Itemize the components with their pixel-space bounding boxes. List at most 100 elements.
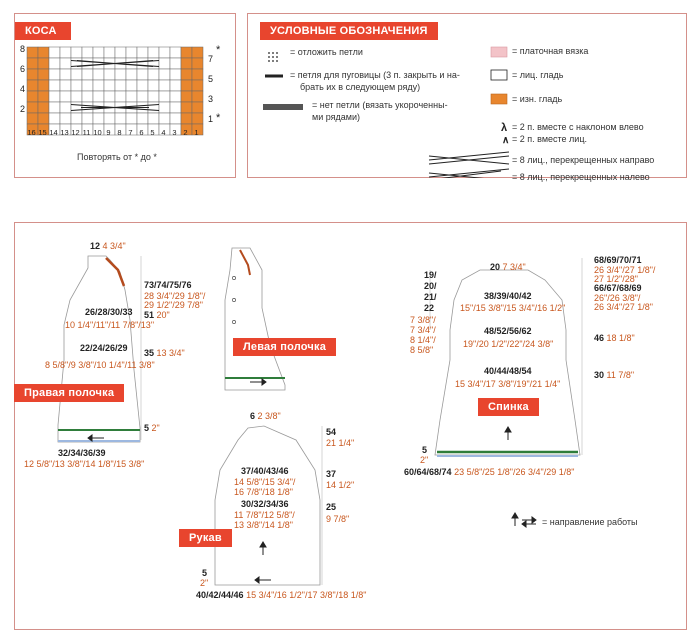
cable-right-icon	[428, 151, 510, 165]
legend-no-loop-1: = нет петли (вязать укороченны-	[312, 100, 448, 110]
left-front-label: Левая полочка	[233, 338, 337, 356]
sl-w2-b: 30/32/34/36	[241, 499, 289, 509]
bk-r3: 30 11 7/8"	[594, 370, 635, 380]
bk-w3-o: 15 3/4"/17 3/8"/19"/21 1/4"	[455, 379, 561, 389]
bk-r1b-b: 66/67/68/69	[594, 283, 642, 293]
sl-r4-b: 5	[202, 568, 208, 578]
kosa-col-label: 15	[38, 128, 47, 137]
sl-top: 6 2 3/8"	[250, 411, 281, 421]
bk-r1b-o1: 26"/26 3/8"/	[594, 293, 641, 303]
k2tog-icon: ∧	[502, 135, 509, 146]
bk-r1-o2: 27 1/2"/28"	[594, 274, 638, 284]
kosa-col-label: 7	[128, 128, 133, 137]
rf-r4: 5 2"	[144, 423, 160, 433]
kosa-col-label: 3	[172, 128, 177, 137]
dimension-lines	[140, 256, 583, 585]
reverse-stitch-icon	[490, 93, 508, 105]
sl-r4-o: 2"	[200, 578, 209, 588]
kosa-cable-mark	[70, 59, 160, 68]
kosa-col-label: 14	[49, 128, 58, 137]
sl-r3: 25	[326, 502, 337, 512]
kosa-row-label-6: 6	[20, 64, 26, 74]
bk-r4-b: 5	[422, 445, 428, 455]
schematics-panel	[14, 222, 687, 630]
kosa-star-bottom: *	[216, 112, 221, 124]
rf-r1-o1: 28 3/4"/29 1/8"/	[144, 291, 206, 301]
bk-left-o2: 7 3/4"/	[410, 325, 436, 335]
no-loop-icon	[263, 104, 303, 110]
rf-w2-o: 8 5/8"/9 3/8"/10 1/4"/11 3/8"	[45, 360, 155, 370]
bk-w1-b: 38/39/40/42	[484, 291, 532, 301]
bk-left-b1: 19/	[424, 270, 437, 280]
kosa-row-label-5: 5	[208, 74, 214, 84]
kosa-row-label-2: 2	[20, 104, 26, 114]
kosa-col-label: 2	[183, 128, 188, 137]
legend-stockinette: = лиц. гладь	[512, 70, 564, 80]
bk-left-o1: 7 3/8"/	[410, 315, 436, 325]
sl-w1-o2: 16 7/8"/18 1/8"	[234, 487, 293, 497]
sl-w1-o1: 14 5/8"/15 3/4"/	[234, 477, 296, 487]
legend-cast-on: = отложить петли	[290, 47, 363, 57]
kosa-row-label-4: 4	[20, 84, 26, 94]
sl-w2-o2: 13 3/8"/14 1/8"	[234, 520, 293, 530]
kosa-cable-mark	[70, 103, 160, 112]
left-front-neck-edge	[239, 249, 251, 276]
sl-w1-b: 37/40/43/46	[241, 466, 289, 476]
garter-icon	[490, 46, 508, 58]
buttonhole-marks	[232, 276, 236, 324]
k2tog-left-icon: λ	[501, 122, 507, 134]
kosa-col-label: 9	[106, 128, 111, 137]
kosa-cell	[191, 123, 204, 136]
legend-k2tog: = 2 п. вместе лиц.	[512, 134, 587, 144]
rf-bottom-o: 12 5/8"/13 3/8"/14 1/8"/15 3/8"	[24, 459, 145, 469]
legend-title: УСЛОВНЫЕ ОБОЗНАЧЕНИЯ	[260, 22, 438, 40]
legend-garter: = платочная вязка	[512, 46, 589, 56]
bk-left-o3: 8 1/4"/	[410, 335, 436, 345]
kosa-row-label-8: 8	[20, 44, 26, 54]
sleeve-outline	[214, 425, 321, 586]
kosa-star-top: *	[216, 44, 221, 56]
kosa-col-label: 4	[161, 128, 166, 137]
left-front-outline	[224, 247, 286, 391]
kosa-col-label: 5	[150, 128, 155, 137]
kosa-col-label: 6	[139, 128, 144, 137]
rf-top: 12 4 3/4"	[90, 241, 126, 251]
sl-bottom: 40/42/44/46 15 3/4"/16 1/2"/17 3/8"/18 1…	[196, 590, 367, 600]
bk-w2-o: 19"/20 1/2"/22"/24 3/8"	[463, 339, 554, 349]
kosa-chart	[26, 46, 204, 136]
rf-bottom-b: 32/34/36/39	[58, 448, 106, 458]
sl-r1-o: 21 1/4"	[326, 438, 355, 448]
rf-w1-o: 10 1/4"/11"/11 7/8"/13"	[65, 320, 155, 330]
legend-k2tog-left: = 2 п. вместе с наклоном влево	[512, 122, 644, 132]
kosa-col-label: 13	[60, 128, 69, 137]
stockinette-icon	[490, 69, 508, 81]
kosa-title: КОСА	[15, 22, 71, 40]
kosa-repeat-text: Повторять от * до *	[77, 152, 157, 162]
kosa-col-label: 11	[82, 128, 91, 137]
direction-legend: = направление работы	[542, 517, 638, 527]
right-front-neck-edge	[105, 257, 126, 287]
rf-w2-b: 22/24/26/29	[80, 343, 128, 353]
kosa-row-label-1: 1	[208, 114, 214, 124]
bk-w2-b: 48/52/56/62	[484, 326, 532, 336]
bk-r4-o: 2"	[420, 455, 429, 465]
rf-r2: 51 20"	[144, 310, 170, 320]
right-front-label: Правая полочка	[14, 384, 125, 402]
bk-r1-b: 68/69/70/71	[594, 255, 642, 265]
bk-r1b-o2: 26 3/4"/27 1/8"	[594, 302, 653, 312]
kosa-row-label-3: 3	[208, 94, 214, 104]
cable-left-icon	[428, 168, 510, 178]
rf-r1-o2: 29 1/2"/29 7/8"	[144, 300, 203, 310]
legend-cross-right: = 8 лиц., перекрещенных направо	[512, 155, 655, 165]
sl-r2-o: 14 1/2"	[326, 480, 355, 490]
kosa-row-label-7: 7	[208, 54, 214, 64]
sl-r3-o: 9 7/8"	[326, 514, 350, 524]
back-label: Спинка	[478, 398, 539, 416]
kosa-col-label: 16	[27, 128, 36, 137]
sl-r2-b: 37	[326, 469, 337, 479]
back-outline	[434, 269, 581, 456]
bk-left-b4: 22	[424, 303, 435, 313]
bk-w1-o: 15"/15 3/8"/15 3/4"/16 1/2"	[460, 303, 566, 313]
kosa-col-label: 12	[71, 128, 80, 137]
cast-on-icon	[268, 52, 278, 62]
